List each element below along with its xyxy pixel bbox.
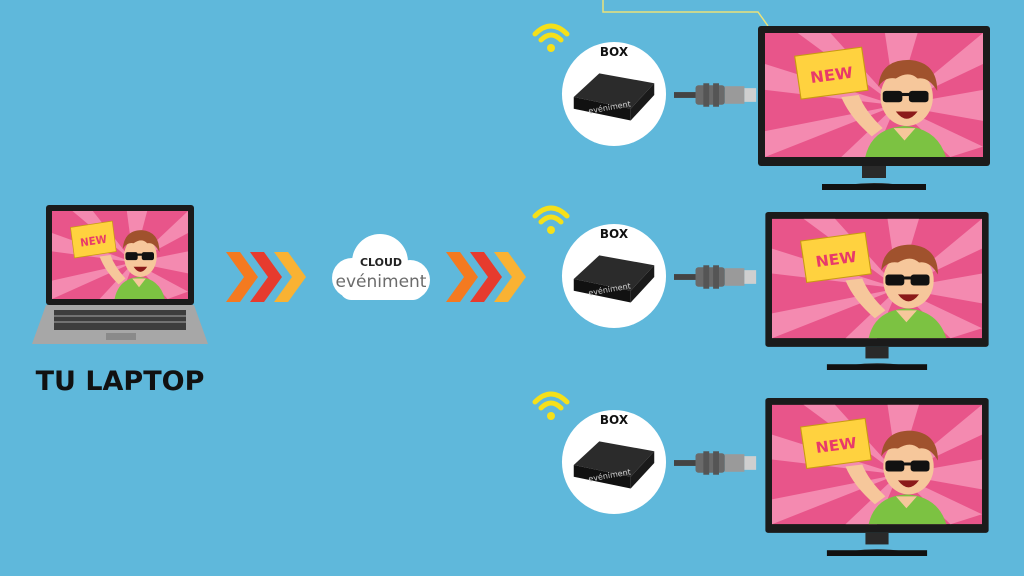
box-label: BOX (600, 413, 629, 427)
box-label: BOX (600, 45, 629, 59)
wifi-icon (535, 208, 567, 234)
hdmi-cable-icon (674, 451, 756, 474)
box-label: BOX (600, 227, 629, 241)
cloud-icon (332, 234, 430, 300)
wifi-icon (535, 394, 567, 420)
chevron-arrows-icon (226, 252, 306, 302)
cloud-label: CLOUD (360, 256, 402, 269)
cloud-brand: evéniment (336, 272, 427, 292)
hdmi-cable-icon (674, 265, 756, 288)
wifi-icon (535, 26, 567, 52)
chevron-arrows-icon (446, 252, 526, 302)
hdmi-cable-icon (674, 83, 756, 106)
laptop-label: TU LAPTOP (36, 366, 205, 397)
monitor (765, 398, 989, 556)
cloud-node: CLOUD evéniment (332, 234, 430, 300)
receiver-3: BOX evéniment (535, 394, 989, 556)
receiver-2: BOX evéniment (535, 208, 989, 370)
receiver-1: BOX evéniment (535, 26, 990, 190)
connector-line (602, 0, 769, 27)
source-laptop (32, 205, 208, 344)
monitor (758, 26, 990, 190)
monitor (765, 212, 989, 370)
